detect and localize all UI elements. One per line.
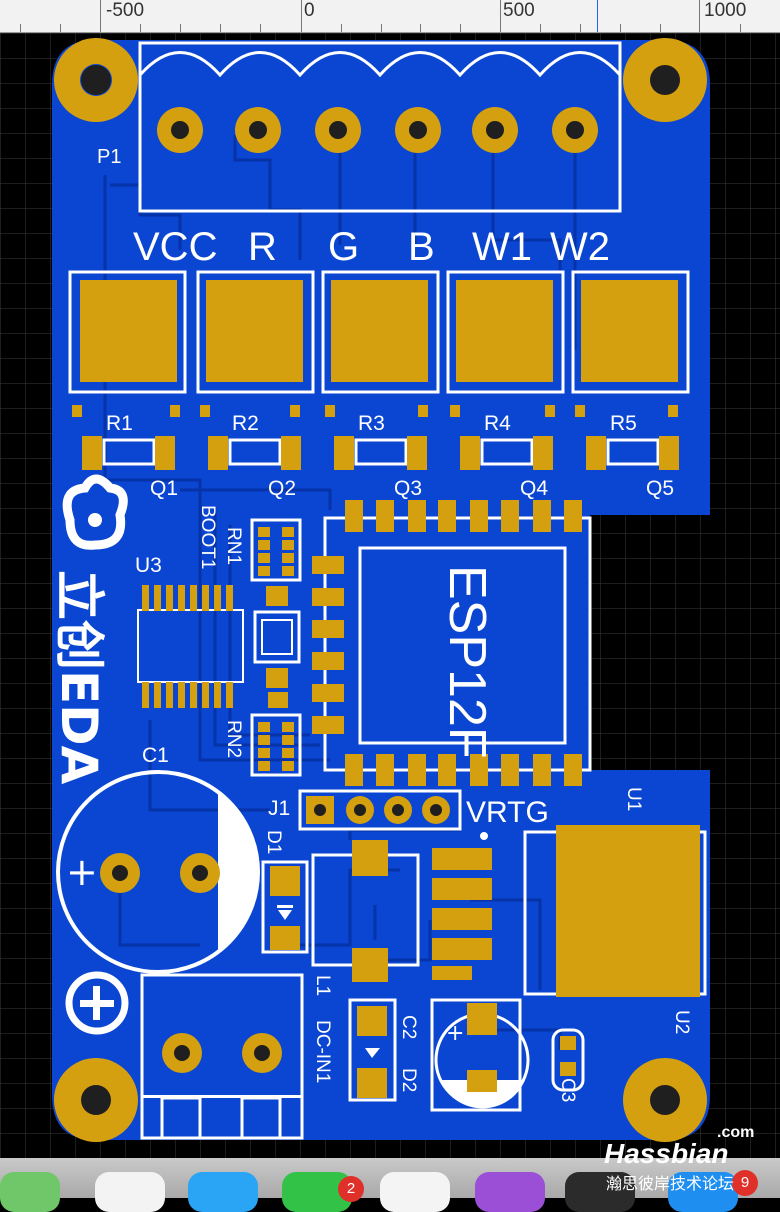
- ruler-label: -500: [106, 0, 145, 21]
- label-r5: R5: [610, 412, 637, 435]
- label-boot1: BOOT1: [197, 505, 218, 569]
- chip-u3[interactable]: [137, 585, 244, 708]
- channel-label-w2: W2: [550, 225, 610, 269]
- resistor-network-rn2[interactable]: [250, 713, 302, 777]
- resistor-r4[interactable]: [460, 436, 553, 470]
- mounting-hole: [54, 1058, 138, 1142]
- label-q2: Q2: [268, 477, 296, 500]
- label-d2: D2: [398, 1068, 419, 1092]
- label-u3: U3: [135, 554, 162, 577]
- regulator-chip[interactable]: [432, 848, 492, 980]
- mosfet-q1[interactable]: [68, 270, 187, 417]
- label-u1: U1: [623, 787, 644, 811]
- label-r2: R2: [232, 412, 259, 435]
- photos-icon[interactable]: [95, 1172, 165, 1212]
- label-q3: Q3: [394, 477, 422, 500]
- esp12f-module[interactable]: ESP12F: [312, 500, 592, 786]
- label-dc-in1: DC-IN1: [312, 1020, 333, 1083]
- label-q5: Q5: [646, 477, 674, 500]
- label-r1: R1: [106, 412, 133, 435]
- logo-text: 立创EDA: [50, 570, 108, 785]
- resistor-r5[interactable]: [586, 436, 679, 470]
- label-d1: D1: [263, 830, 284, 854]
- capacitor-c3[interactable]: [551, 1028, 585, 1092]
- regulator-u1[interactable]: [523, 825, 707, 997]
- label-q4: Q4: [520, 477, 548, 500]
- safari-icon[interactable]: [188, 1172, 258, 1212]
- label-l1: L1: [312, 975, 333, 996]
- mosfet-q3[interactable]: [321, 270, 440, 417]
- capacitor-c1[interactable]: +: [56, 770, 260, 974]
- label-vrtg: VRTG: [466, 796, 549, 829]
- mounting-hole: [54, 38, 138, 122]
- resistor-r1[interactable]: [82, 436, 175, 470]
- channel-label-vcc: VCC: [133, 225, 217, 269]
- label-rn2: RN2: [223, 720, 244, 758]
- resistor-network-rn1[interactable]: [250, 518, 302, 582]
- messages-badge: 2: [338, 1176, 364, 1202]
- watermark-suffix: .com: [717, 1124, 755, 1141]
- label-c2: C2: [398, 1015, 419, 1039]
- ruler-label: 1000: [704, 0, 747, 21]
- label-r3: R3: [358, 412, 385, 435]
- power-plus-symbol: [65, 971, 129, 1035]
- inductor-l1[interactable]: [311, 840, 420, 982]
- capacitor-electrolytic[interactable]: +: [430, 998, 530, 1112]
- ruler-label: 500: [503, 0, 535, 21]
- plus-mark: +: [446, 1021, 464, 1046]
- channel-label-w1: W1: [472, 225, 532, 269]
- mounting-hole: [623, 38, 707, 122]
- mosfet-q2[interactable]: [196, 270, 315, 417]
- maps-icon[interactable]: [0, 1172, 60, 1212]
- top-ruler: -500 0 500 1000: [0, 0, 780, 33]
- label-u2: U2: [671, 1010, 692, 1034]
- resistor-r3[interactable]: [334, 436, 427, 470]
- mounting-hole: [623, 1058, 707, 1142]
- lceda-logo: 立创EDA: [50, 474, 128, 785]
- watermark-tagline: 瀚思彼岸技术论坛: [606, 1174, 735, 1193]
- label-c1: C1: [142, 744, 169, 767]
- resistor-r2[interactable]: [208, 436, 301, 470]
- podcasts-icon[interactable]: [475, 1172, 545, 1212]
- connector-p1[interactable]: [138, 41, 622, 213]
- label-q1: Q1: [150, 477, 178, 500]
- channel-label-g: G: [328, 225, 359, 269]
- mosfet-q5[interactable]: [571, 270, 690, 417]
- plus-mark: +: [66, 850, 98, 894]
- app-store-badge: 9: [732, 1170, 758, 1196]
- watermark-brand: Hassbian: [604, 1138, 729, 1169]
- label-r4: R4: [484, 412, 511, 435]
- ruler-label: 0: [304, 0, 315, 21]
- ruler-cursor-marker: [597, 0, 598, 32]
- label-p1: P1: [97, 146, 121, 168]
- capacitor-c2[interactable]: [348, 998, 397, 1102]
- diode-d1[interactable]: [261, 860, 309, 954]
- label-c3: C3: [557, 1078, 578, 1102]
- header-j1[interactable]: [298, 789, 462, 831]
- boot-button[interactable]: [253, 586, 301, 708]
- label-rn1: RN1: [223, 527, 244, 565]
- dc-in-terminal[interactable]: [140, 973, 304, 1140]
- pcb-canvas[interactable]: P1 VCC R G B W1 W2 R1 R2 R3 R4 R5 Q1 Q2 …: [0, 33, 780, 1165]
- channel-label-b: B: [408, 225, 435, 269]
- module-label: ESP12F: [438, 565, 496, 759]
- label-j1: J1: [268, 797, 290, 820]
- mosfet-q4[interactable]: [446, 270, 565, 417]
- channel-label-r: R: [248, 225, 277, 269]
- calendar-icon[interactable]: [380, 1172, 450, 1212]
